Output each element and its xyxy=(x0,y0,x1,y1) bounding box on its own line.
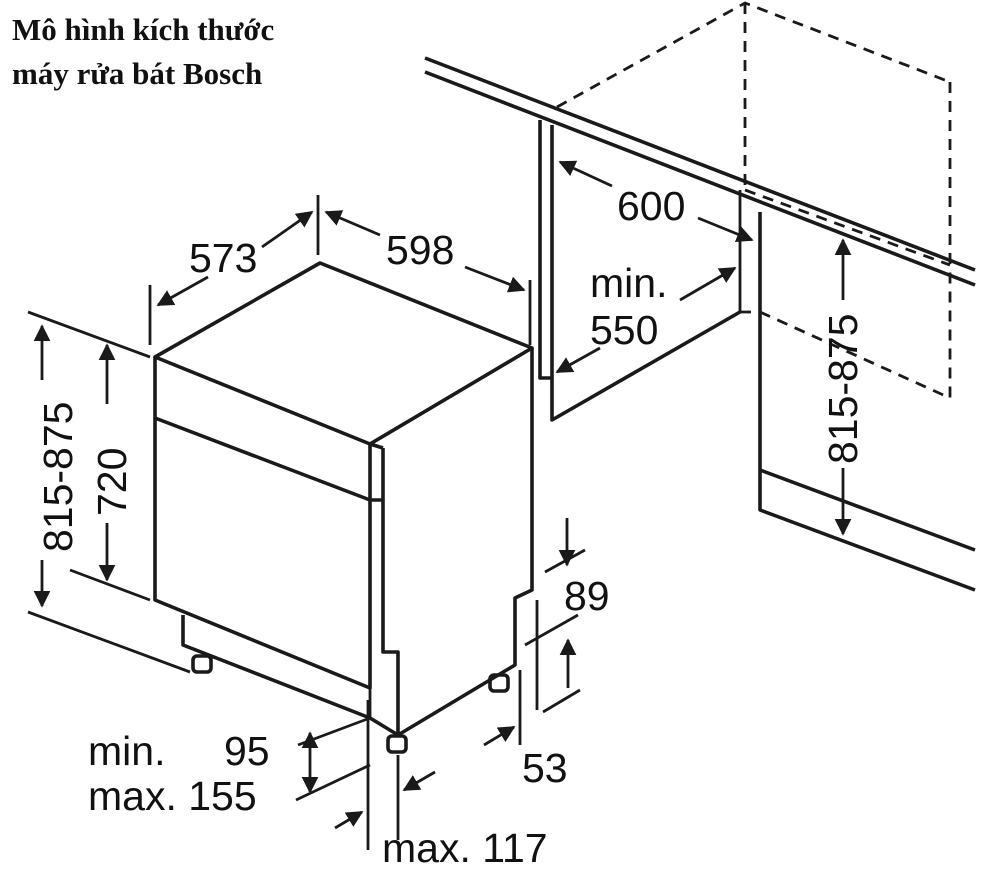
dishwasher-top xyxy=(153,261,534,446)
niche-height-label: 815-875 xyxy=(820,314,866,464)
niche-min-arrow-left xyxy=(555,346,601,374)
foot-depth-arrow-left xyxy=(334,810,364,830)
foot-rear-right xyxy=(488,673,510,693)
total-height-ext-top xyxy=(27,310,151,359)
right-side-panel xyxy=(758,212,976,592)
foot-min-label: min. xyxy=(88,728,165,774)
foot-max-label: max. 155 xyxy=(88,773,257,819)
plinth-89-label: 89 xyxy=(564,573,610,619)
plinth-53-ext xyxy=(542,688,581,714)
foot-min-value: 95 xyxy=(224,728,270,774)
worktop-bottom-edge xyxy=(424,70,976,287)
body-height-ext-bottom xyxy=(69,568,151,602)
foot-depth-arrow-right xyxy=(402,770,436,792)
panel-side xyxy=(370,448,385,502)
dimension-labels: 573 598 600 min. 550 815-875 815-875 720… xyxy=(35,183,866,871)
depth-label: 573 xyxy=(189,235,257,281)
front-plinth xyxy=(181,615,399,737)
total-height-ext-bottom xyxy=(27,610,191,674)
title-line-2: máy rửa bát Bosch xyxy=(12,56,263,91)
control-panel-front xyxy=(153,357,372,502)
width-arrow-left xyxy=(324,210,381,237)
niche-min-label: min. xyxy=(590,260,667,306)
width-arrow-right xyxy=(464,265,526,293)
plinth-89-ext-lower xyxy=(524,613,579,647)
upper-cabinet-dashed-top xyxy=(556,1,951,109)
panel-edge xyxy=(369,442,384,450)
niche-width-label: 600 xyxy=(617,183,685,229)
depth-arrow-right xyxy=(261,210,314,249)
width-label: 598 xyxy=(386,227,454,273)
total-height-label: 815-875 xyxy=(35,402,81,552)
foot-depth-label: max. 117 xyxy=(382,825,548,871)
cabinet-niche xyxy=(424,1,976,592)
foot-front-right xyxy=(386,734,408,754)
plinth-53-label: 53 xyxy=(522,745,568,791)
foot-height-ext-top xyxy=(297,716,371,747)
niche-width-arrow-left xyxy=(558,160,613,188)
dimension-lines xyxy=(27,160,852,850)
foot-front-left xyxy=(191,654,213,674)
door-front xyxy=(153,418,372,690)
worktop-top-edge xyxy=(424,56,976,272)
body-height-label: 720 xyxy=(89,448,135,516)
dishwasher-right-side xyxy=(381,348,534,737)
right-panel-plinth-line xyxy=(759,468,976,552)
upper-cabinet-dashed-floor xyxy=(744,188,951,267)
title-line-1: Mô hình kích thước xyxy=(12,12,275,47)
plinth-53-arrow-left xyxy=(483,725,516,747)
niche-min-arrow-right xyxy=(679,266,737,302)
dishwasher-body xyxy=(153,261,534,754)
niche-width-arrow-right xyxy=(697,216,754,243)
foot-height-ext xyxy=(295,763,371,802)
diagram-title: Mô hình kích thước máy rửa bát Bosch xyxy=(12,8,274,96)
niche-min-value: 550 xyxy=(590,307,658,353)
plinth-89-ext xyxy=(544,548,586,574)
depth-arrow-left xyxy=(156,275,209,307)
